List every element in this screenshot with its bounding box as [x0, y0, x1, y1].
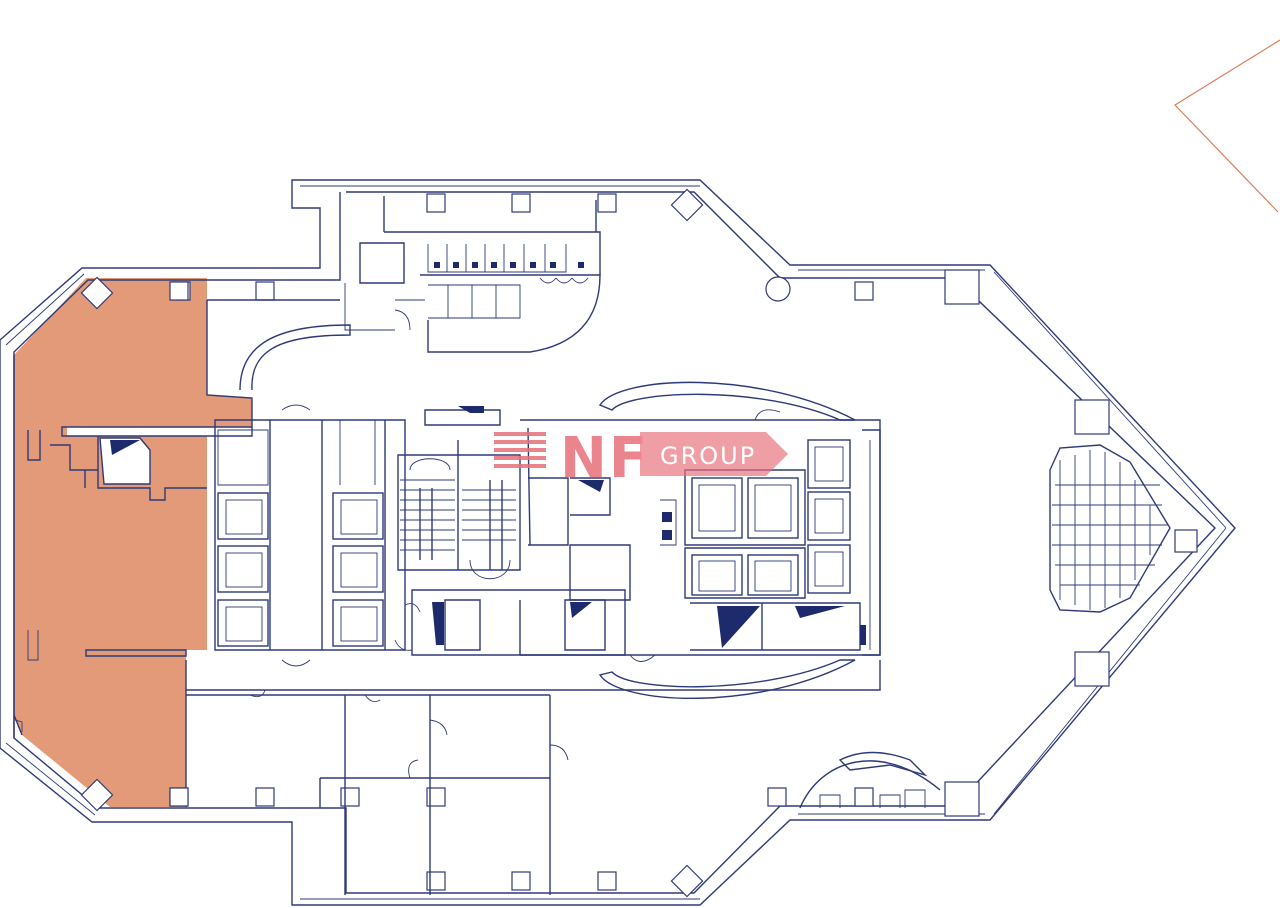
watermark-subtitle: GROUP	[660, 442, 756, 470]
east-conference	[1049, 444, 1171, 613]
west-wing-outline	[13, 281, 189, 807]
nf-group-watermark: NF GROUP	[494, 426, 788, 491]
west-corridor	[27, 299, 351, 661]
south-rooms	[185, 660, 881, 895]
stair-cores	[397, 406, 521, 580]
facade-pillars	[80, 188, 1198, 898]
watermark-brand: NF	[560, 426, 649, 491]
toilet-block	[344, 196, 601, 353]
lift-bank-west	[214, 404, 406, 667]
atrium-curves	[598, 381, 856, 700]
watermark-stripes-icon	[494, 432, 546, 468]
watermark-arrow-shape	[640, 432, 788, 476]
outer-walls	[0, 179, 1236, 906]
corner-accent-lines	[1174, 39, 1280, 213]
lift-bank-east	[660, 409, 881, 656]
southeast-lounge	[799, 751, 941, 809]
highlighted-office-area[interactable]	[14, 278, 252, 807]
